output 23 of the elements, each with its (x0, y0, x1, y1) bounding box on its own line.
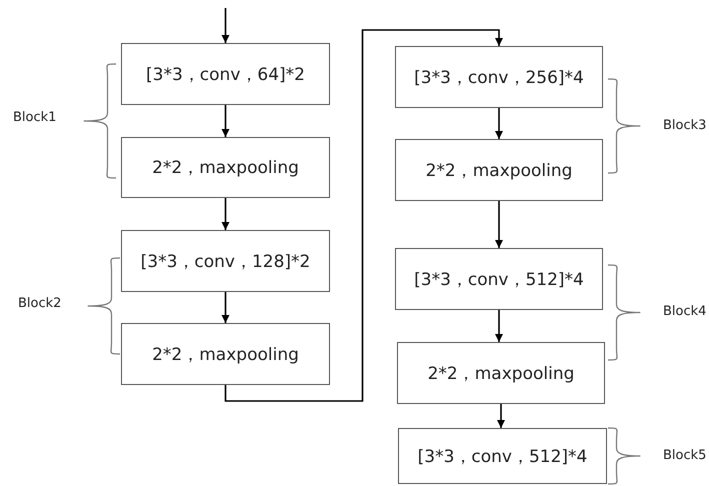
block-label: Block1 (13, 110, 56, 125)
arrow (497, 404, 505, 428)
arrow (222, 105, 230, 137)
layer-box: 2*2，maxpooling (121, 137, 330, 198)
layer-box: [3*3，conv，128]*2 (121, 230, 330, 292)
arrow (224, 29, 503, 402)
arrow (495, 108, 503, 139)
arrow (222, 292, 230, 323)
block-label: Block5 (663, 448, 706, 463)
layer-box: 2*2，maxpooling (121, 323, 330, 385)
layer-box: [3*3，conv，512]*4 (395, 248, 603, 310)
arrow (222, 8, 230, 43)
layer-box: [3*3，conv，512]*4 (398, 428, 607, 484)
layer-box: [3*3，conv，64]*2 (121, 43, 330, 105)
arrow (495, 310, 503, 342)
block-label: Block4 (663, 304, 706, 319)
layer-box: 2*2，maxpooling (395, 139, 603, 201)
block-label: Block3 (663, 118, 706, 133)
block-label: Block2 (18, 296, 62, 311)
arrow (495, 201, 503, 248)
arrow (222, 198, 230, 230)
layer-box: [3*3，conv，256]*4 (395, 46, 603, 108)
layer-box: 2*2，maxpooling (397, 342, 605, 404)
